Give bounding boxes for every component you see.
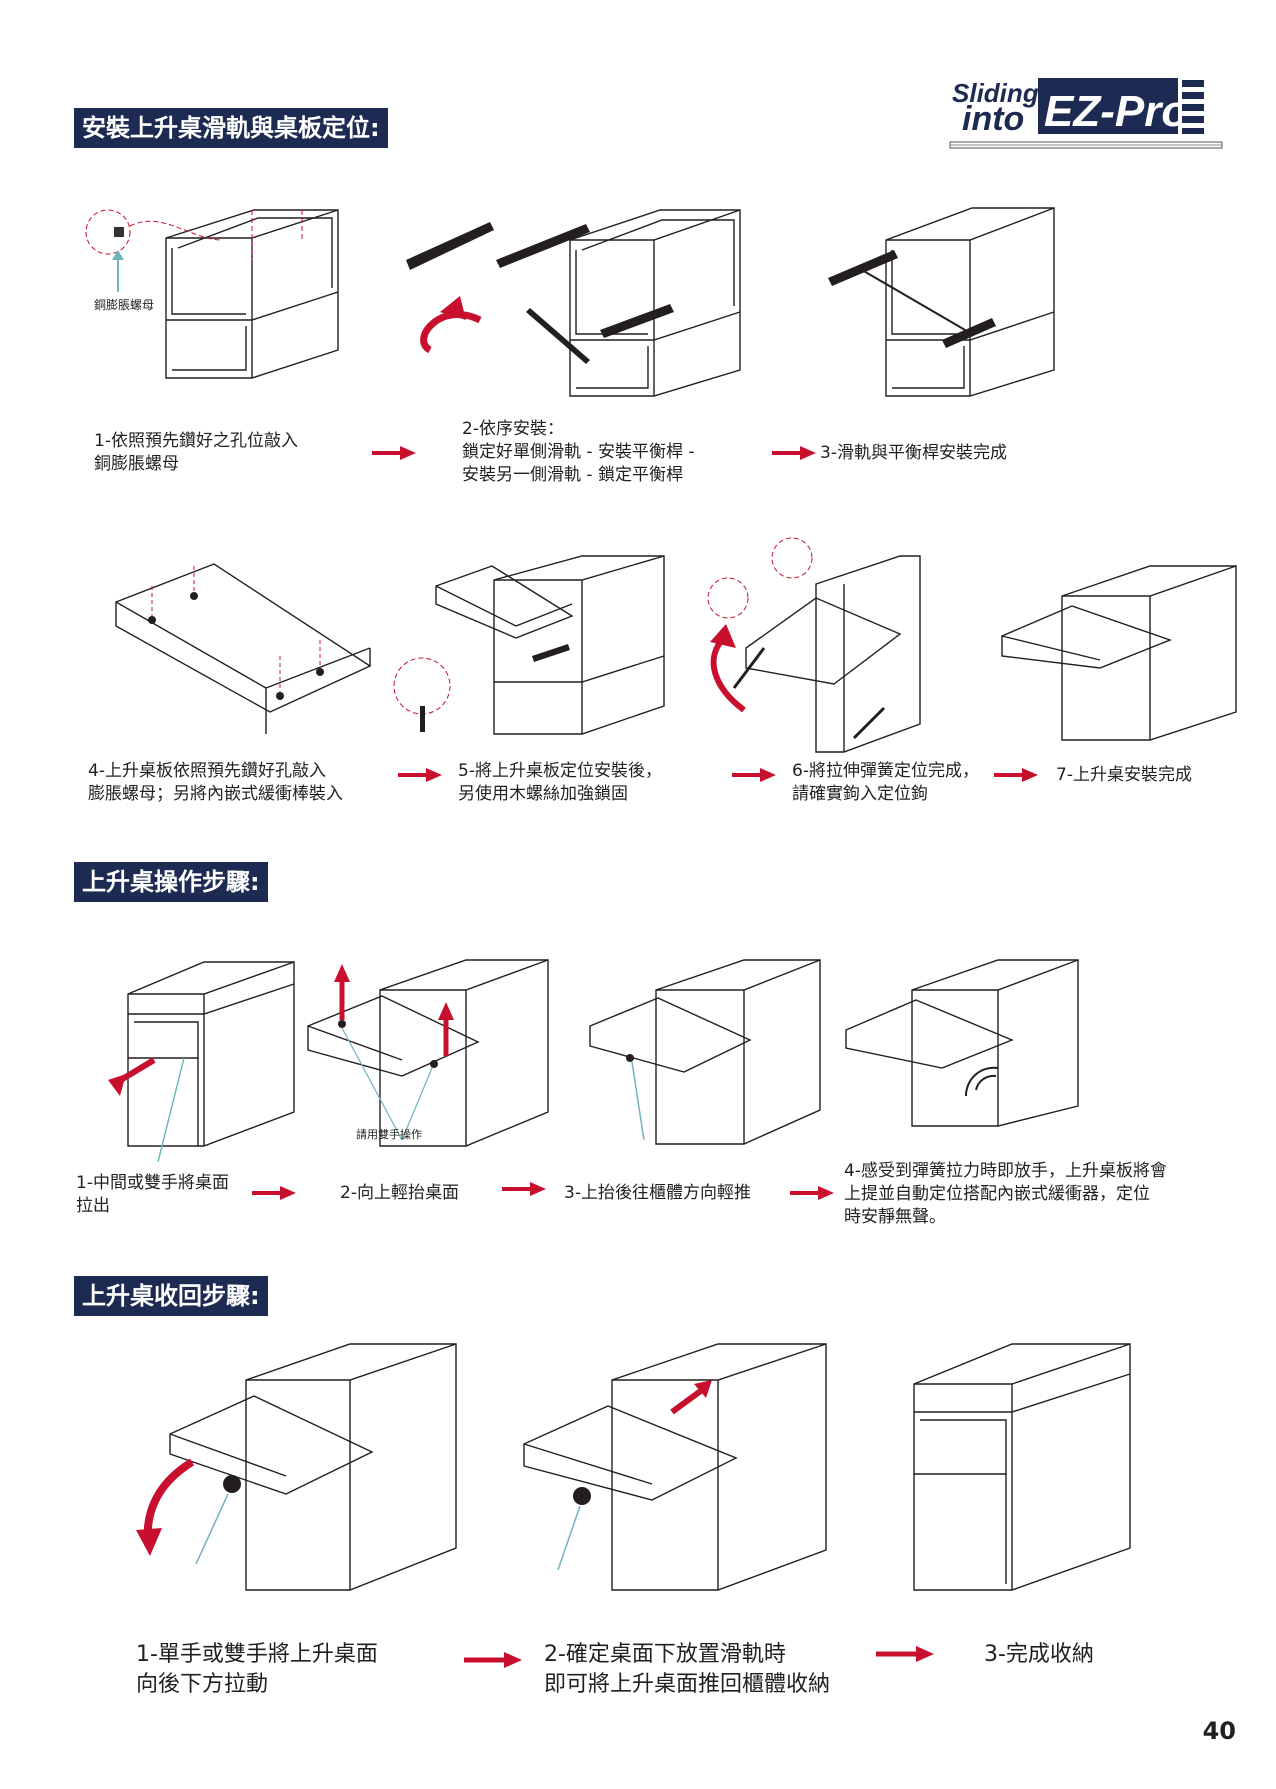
logo-word-ezpro: EZ-Pro xyxy=(1044,87,1188,136)
arrow-operate-1-2 xyxy=(252,1186,296,1200)
caption-install-step1: 1-依照預先鑽好之孔位敲入 銅膨脹螺母 xyxy=(94,431,298,474)
logo-word-into: into xyxy=(962,100,1024,138)
figure-retract-step3 xyxy=(900,1334,1140,1594)
caption-install-step4: 4-上升桌板依照預先鑽好孔敲入 膨脹螺母；另將內嵌式緩衝棒裝入 xyxy=(88,761,343,804)
label-use-both-hands: 請用雙手操作 xyxy=(356,1128,422,1141)
caption-operate-step1: 1-中間或雙手將桌面 拉出 xyxy=(76,1173,229,1216)
section-title-install: 安裝上升桌滑軌與桌板定位: xyxy=(74,108,388,148)
caption-retract-step1: 1-單手或雙手將上升桌面 向後下方拉動 xyxy=(136,1642,378,1697)
figure-retract-step1 xyxy=(136,1334,466,1594)
caption-install-step6: 6-將拉伸彈簧定位完成， 請確實鉤入定位鉤 xyxy=(792,761,979,804)
figure-install-step2 xyxy=(406,200,740,400)
arrow-operate-3-4 xyxy=(790,1186,834,1200)
figure-retract-step2 xyxy=(512,1334,832,1594)
figure-operate-step1 xyxy=(108,950,304,1150)
arrow-retract-1-2 xyxy=(464,1652,522,1668)
figure-install-step7 xyxy=(1000,556,1250,746)
figure-operate-step3 xyxy=(584,950,824,1150)
figure-operate-step2 xyxy=(302,950,552,1150)
figure-install-step6 xyxy=(704,538,934,768)
section-title-operate: 上升桌操作步驟: xyxy=(74,862,268,902)
arrow-install-4-5 xyxy=(398,768,442,782)
arrow-install-2-3 xyxy=(772,446,816,460)
caption-retract-step3: 3-完成收納 xyxy=(984,1642,1094,1667)
caption-install-step5: 5-將上升桌板定位安裝後， 另使用木螺絲加強鎖固 xyxy=(458,761,662,804)
caption-install-step2: 2-依序安裝： 鎖定好單側滑軌 - 安裝平衡桿 - 安裝另一側滑軌 - 鎖定平衡… xyxy=(462,419,695,485)
logo-word-sliding: Sliding xyxy=(952,78,1039,108)
figure-operate-step4 xyxy=(846,950,1086,1130)
part-label-copper-nut: 銅膨脹螺母 xyxy=(94,298,155,312)
section-title-retract: 上升桌收回步驟: xyxy=(74,1276,268,1316)
arrow-retract-2-3 xyxy=(876,1646,934,1662)
figure-install-step3 xyxy=(828,200,1062,400)
caption-install-step3: 3-滑軌與平衡桿安裝完成 xyxy=(820,443,1007,463)
caption-operate-step4: 4-感受到彈簧拉力時即放手，上升桌板將會 上提並自動定位搭配內嵌式緩衝器，定位 … xyxy=(844,1161,1167,1227)
page-number: 40 xyxy=(1202,1717,1236,1745)
arrow-install-5-6 xyxy=(732,768,776,782)
figure-install-step1 xyxy=(82,200,342,390)
arrow-install-6-7 xyxy=(994,768,1038,782)
caption-install-step7: 7-上升桌安裝完成 xyxy=(1056,765,1192,785)
caption-operate-step2: 2-向上輕抬桌面 xyxy=(340,1183,459,1203)
brand-logo: Sliding into EZ-Pro xyxy=(944,72,1242,152)
arrow-install-1-2 xyxy=(372,446,416,460)
figure-install-step4 xyxy=(110,546,380,736)
caption-retract-step2: 2-確定桌面下放置滑軌時 即可將上升桌面推回櫃體收納 xyxy=(544,1642,831,1697)
figure-install-step5 xyxy=(392,556,682,756)
arrow-operate-2-3 xyxy=(502,1182,546,1196)
caption-operate-step3: 3-上抬後往櫃體方向輕推 xyxy=(564,1183,751,1203)
